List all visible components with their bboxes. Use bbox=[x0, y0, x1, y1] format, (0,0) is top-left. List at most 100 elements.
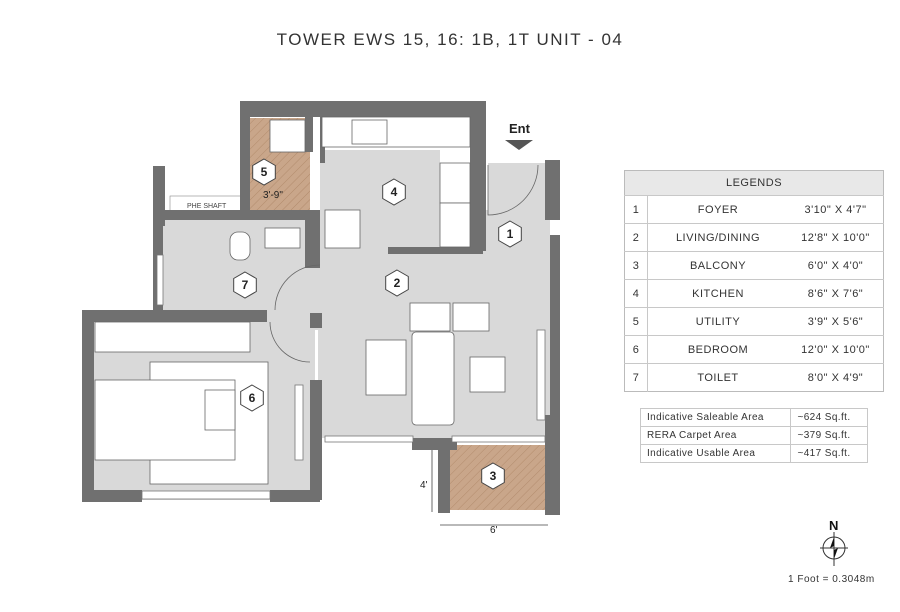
coffee-table bbox=[469, 356, 506, 393]
area-label: Indicative Saleable Area bbox=[647, 412, 764, 423]
window bbox=[451, 435, 546, 443]
legend-number: 5 bbox=[624, 307, 648, 336]
wall bbox=[438, 438, 450, 513]
wall bbox=[82, 310, 94, 502]
room-marker-hexagon bbox=[240, 384, 264, 412]
entry-arrow-icon bbox=[505, 140, 533, 150]
legend-room-name: LIVING/DINING bbox=[647, 223, 788, 252]
room-marker-number: 6 bbox=[249, 391, 256, 405]
area-value: ~379 Sq.ft. bbox=[790, 426, 868, 445]
room-marker-hexagon bbox=[498, 220, 522, 248]
wall bbox=[82, 490, 142, 502]
wardrobe bbox=[94, 321, 251, 353]
wall bbox=[305, 210, 320, 260]
wall bbox=[388, 247, 483, 254]
wash-basin bbox=[264, 227, 301, 249]
legend-room-name: BEDROOM bbox=[647, 335, 788, 364]
phe-shaft-label: PHE SHAFT bbox=[187, 203, 227, 210]
window bbox=[536, 329, 546, 421]
armchair bbox=[409, 302, 451, 332]
area-value: ~417 Sq.ft. bbox=[790, 444, 868, 463]
armchair bbox=[452, 302, 490, 332]
room-marker-number: 2 bbox=[394, 276, 401, 290]
legend-room-dimension: 3'10" X 4'7" bbox=[788, 195, 884, 224]
washing-machine bbox=[269, 119, 306, 153]
legend-number: 3 bbox=[624, 251, 648, 280]
legend-number: 2 bbox=[624, 223, 648, 252]
balcony-width-label: 6' bbox=[490, 525, 498, 536]
sink bbox=[351, 119, 388, 145]
room-marker-number: 4 bbox=[391, 185, 398, 199]
dining-table bbox=[365, 339, 407, 396]
room-marker-number: 5 bbox=[261, 165, 268, 179]
legend-room-dimension: 8'0" X 4'9" bbox=[788, 363, 884, 392]
window bbox=[156, 254, 164, 306]
area-label: RERA Carpet Area bbox=[640, 426, 791, 445]
room-marker-number: 7 bbox=[242, 278, 249, 292]
area-row: Indicative Saleable Area ~624 Sq.ft. bbox=[641, 408, 868, 427]
kitchen-side-counter bbox=[439, 202, 471, 248]
wall bbox=[470, 101, 486, 251]
balcony-depth-label: 4' bbox=[420, 480, 428, 491]
walls bbox=[82, 101, 560, 515]
area-label: Indicative Usable Area bbox=[640, 444, 791, 463]
room-marker-number: 1 bbox=[507, 227, 514, 241]
utility-width-label: 3'-9" bbox=[263, 190, 283, 201]
legend-room-dimension: 12'0" X 10'0" bbox=[788, 335, 884, 364]
legend-room-dimension: 12'8" X 10'0" bbox=[788, 223, 884, 252]
wall bbox=[305, 250, 320, 268]
wall bbox=[305, 117, 313, 152]
entry-label: Ent bbox=[509, 121, 531, 136]
toilet-door bbox=[274, 264, 321, 311]
north-label: N bbox=[829, 518, 838, 533]
wall bbox=[82, 310, 267, 322]
area-row: Indicative Usable Area~417 Sq.ft. bbox=[640, 444, 868, 463]
north-arrow-icon bbox=[820, 532, 848, 566]
wc bbox=[229, 231, 251, 261]
legend-heading: LEGENDS bbox=[624, 170, 884, 196]
refrigerator bbox=[324, 209, 361, 249]
wall bbox=[550, 235, 560, 435]
furniture bbox=[94, 116, 506, 485]
legend-room-dimension: 3'9" X 5'6" bbox=[788, 307, 884, 336]
area-value: ~624 Sq.ft. bbox=[790, 408, 868, 427]
windows bbox=[141, 254, 546, 500]
wall bbox=[310, 380, 322, 500]
bedroom-door bbox=[269, 321, 311, 363]
legend-room-name: TOILET bbox=[647, 363, 788, 392]
legend-room-name: UTILITY bbox=[647, 307, 788, 336]
wall bbox=[270, 490, 320, 502]
room-marker-hexagon bbox=[252, 158, 276, 186]
window bbox=[324, 435, 414, 443]
legend-room-name: KITCHEN bbox=[647, 279, 788, 308]
legend-room-dimension: 6'0" X 4'0" bbox=[788, 251, 884, 280]
legend-number: 7 bbox=[624, 363, 648, 392]
room-marker-hexagon bbox=[385, 269, 409, 297]
legend-number: 6 bbox=[624, 335, 648, 364]
wall bbox=[545, 160, 560, 220]
wall bbox=[240, 101, 485, 117]
scale-note: 1 Foot = 0.3048m bbox=[788, 574, 875, 585]
wall bbox=[240, 101, 250, 216]
sofa bbox=[411, 331, 455, 426]
area-table: Indicative Saleable Area ~624 Sq.ft. RERA… bbox=[640, 408, 868, 463]
hob bbox=[439, 162, 471, 204]
wall bbox=[545, 415, 560, 515]
nightstand bbox=[204, 389, 236, 431]
entry-door bbox=[487, 164, 539, 216]
wall bbox=[153, 210, 318, 220]
legend-number: 1 bbox=[624, 195, 648, 224]
window bbox=[294, 384, 304, 461]
room-marker-hexagon bbox=[481, 462, 505, 490]
doors bbox=[269, 164, 539, 363]
